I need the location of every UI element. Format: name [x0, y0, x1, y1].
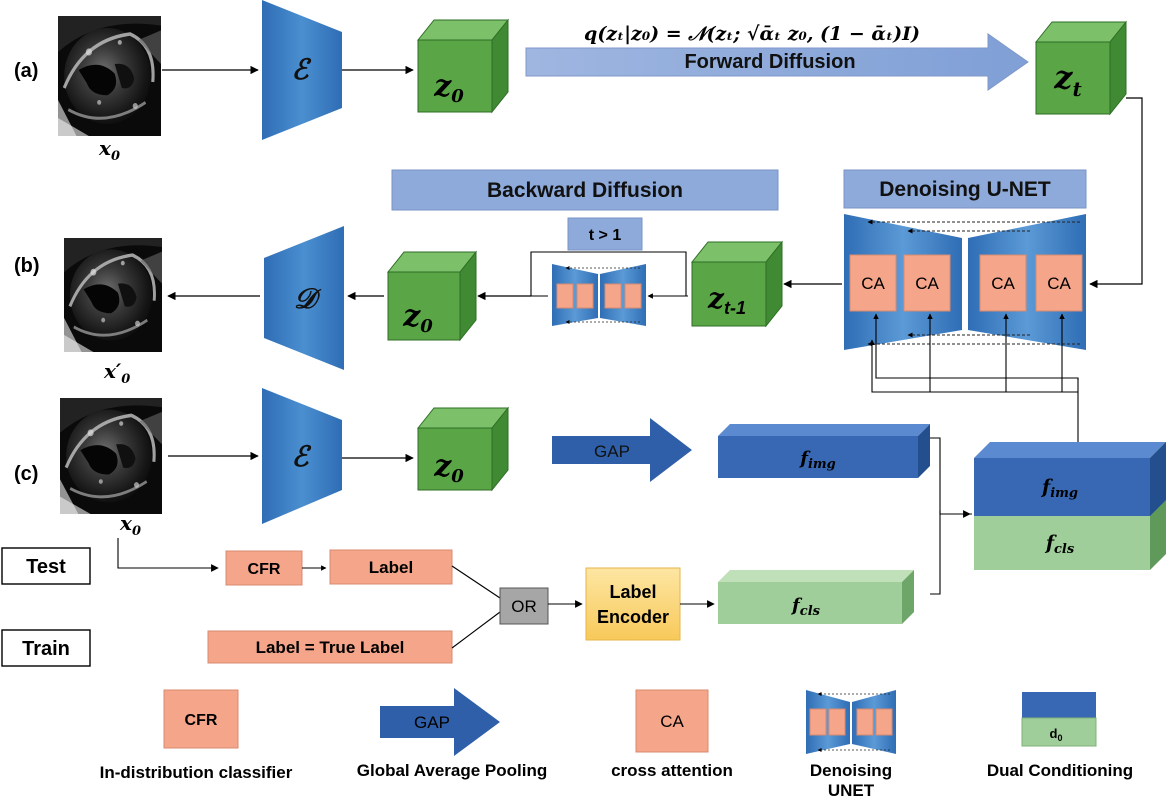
- backward-diffusion-label: Backward Diffusion: [487, 179, 683, 202]
- z0-label-b: z0: [402, 299, 433, 337]
- output-image-x0-prime: [62, 236, 164, 354]
- legend-unet-icon: [806, 690, 896, 754]
- forward-diffusion-arrow: [525, 33, 1029, 91]
- true-label-text: Label = True Label: [256, 638, 405, 657]
- connector-f-cls: [930, 510, 941, 595]
- row-label-a: (a): [14, 60, 38, 82]
- legend-cfr-caption: In-distribution classifier: [100, 763, 293, 782]
- legend-unet-caption-2: UNET: [828, 781, 875, 800]
- encoder-block-a: [262, 0, 342, 140]
- backward-diffusion-bar: [391, 169, 779, 211]
- legend-gap-label: GAP: [414, 713, 450, 732]
- label-encoder-line1: Label: [609, 582, 656, 602]
- loop-condition-label: t > 1: [589, 227, 622, 244]
- legend-gap-arrow: [380, 688, 500, 756]
- x0-label-a: x0: [98, 136, 120, 164]
- encoder-symbol-c: ℰ: [292, 440, 312, 473]
- legend-cfr-box: [163, 689, 239, 749]
- forward-diffusion-label: Forward Diffusion: [684, 51, 855, 73]
- label-box-text: Label: [369, 558, 413, 577]
- true-label-box: [207, 630, 453, 664]
- z0-label-c: z0: [433, 449, 464, 487]
- latent-cube-zt: [1034, 20, 1128, 116]
- latent-cube-z0-b: [386, 250, 478, 342]
- legend-ca-box: [635, 689, 709, 753]
- ca-block-1: [849, 254, 897, 312]
- line-label-to-or: [451, 565, 501, 599]
- ca-block-3: [979, 254, 1027, 312]
- ca-label-1: CA: [861, 274, 885, 293]
- unet-title: Denoising U-NET: [879, 178, 1051, 201]
- legend-dual-caption: Dual Conditioning: [987, 761, 1133, 780]
- latent-cube-z0-c: [416, 406, 510, 492]
- ca-block-2: [903, 254, 951, 312]
- ca-label-4: CA: [1047, 274, 1071, 293]
- input-image-x0-a: [56, 14, 163, 138]
- dual-conditioning-block: [974, 442, 1166, 570]
- label-box: [329, 549, 453, 585]
- arrow-zt-to-unet: [1089, 97, 1143, 289]
- latent-cube-zt1: [690, 240, 784, 328]
- test-label: Test: [26, 556, 66, 578]
- encoder-symbol-a: ℰ: [292, 53, 312, 86]
- conditioning-line-1: [873, 313, 1079, 442]
- input-image-x0-c: [58, 396, 164, 516]
- forward-formula: q(zₜ|z₀) = 𝒩(zₜ; √ᾱₜ z₀, (1 − ᾱₜ)I): [584, 23, 920, 45]
- z0-label-a: z0: [433, 69, 464, 107]
- cfr-label: CFR: [248, 561, 281, 578]
- label-encoder-line2: Encoder: [597, 607, 669, 627]
- arrow-x0-to-cfr: [117, 538, 219, 572]
- legend-gap-caption: Global Average Pooling: [357, 761, 548, 780]
- gap-label: GAP: [594, 442, 630, 461]
- cfr-box: [225, 550, 303, 586]
- ca-block-4: [1035, 254, 1083, 312]
- dual-f-img-label: fimg: [1040, 476, 1078, 501]
- f-cls-bar: [718, 570, 914, 624]
- mini-unet: [552, 264, 646, 326]
- connector-f-img: [930, 437, 972, 515]
- latent-cube-z0-a: [416, 18, 510, 114]
- label-encoder-box: [585, 567, 681, 641]
- f-img-label: fimg: [798, 448, 836, 472]
- legend-cfr-label: CFR: [185, 712, 218, 729]
- decoder-block: [264, 226, 344, 370]
- gap-arrow: [552, 418, 692, 482]
- conditioning-line-5: [869, 339, 1006, 393]
- legend-ca-caption: cross attention: [611, 761, 733, 780]
- encoder-block-c: [262, 388, 342, 524]
- legend-dual-top: [1022, 692, 1096, 718]
- row-label-b: (b): [14, 255, 40, 277]
- dual-f-cls-label: fcls: [1044, 532, 1075, 557]
- or-box: [499, 587, 549, 625]
- x0-label-c: x0: [119, 511, 141, 539]
- train-box: [1, 629, 91, 667]
- f-img-bar: [718, 424, 930, 478]
- x0-prime-label: x′0: [103, 359, 130, 387]
- zt1-label: zt-1: [707, 282, 746, 318]
- loop-bracket: [530, 251, 687, 297]
- or-label: OR: [511, 597, 537, 616]
- ca-label-3: CA: [991, 274, 1015, 293]
- legend-ca-label: CA: [660, 712, 684, 731]
- legend-dual-label: d0: [1050, 726, 1063, 743]
- loop-condition-box: [567, 217, 643, 251]
- legend-dual-bottom: [1021, 717, 1097, 747]
- ca-label-2: CA: [915, 274, 939, 293]
- test-box: [1, 547, 91, 585]
- train-label: Train: [22, 638, 70, 660]
- legend-unet-caption-1: Denoising: [810, 761, 892, 780]
- unet-title-bar: [843, 169, 1087, 209]
- row-label-c: (c): [14, 463, 38, 485]
- line-true-label-to-or: [451, 611, 501, 649]
- zt-label: zt: [1053, 58, 1082, 101]
